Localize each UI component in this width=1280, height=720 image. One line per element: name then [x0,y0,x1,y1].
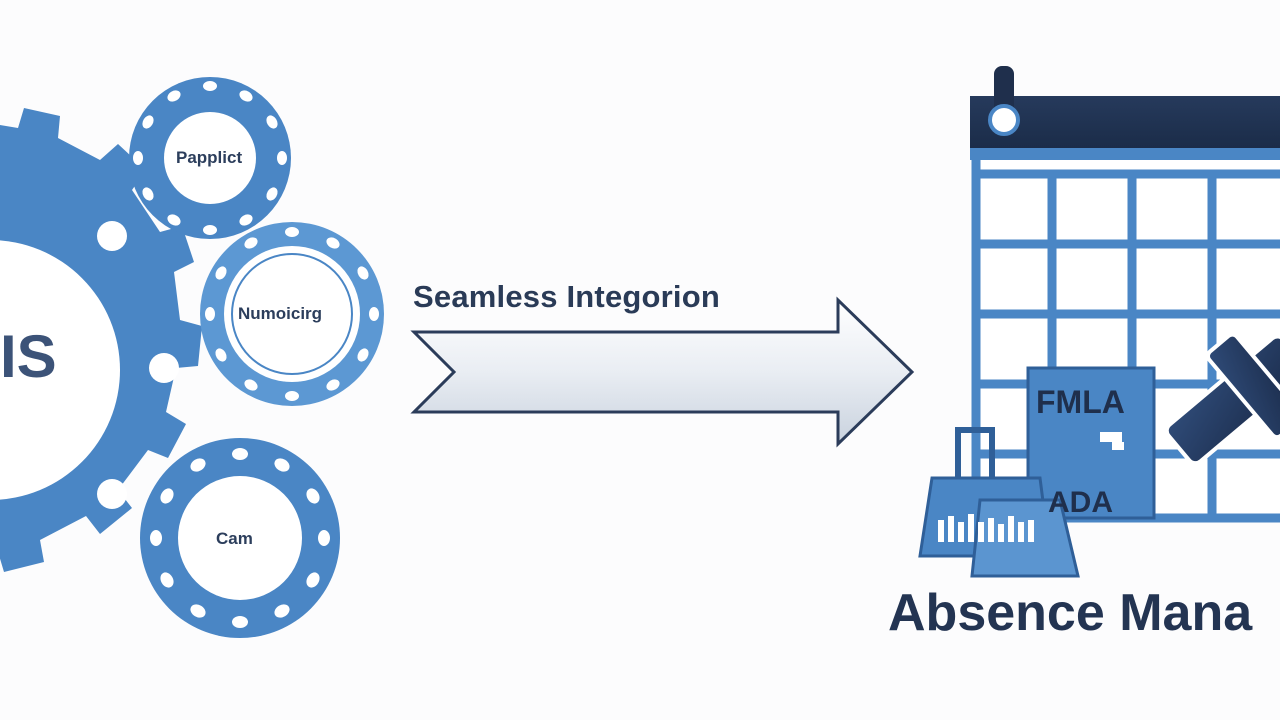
ada-badge: ADA [1048,486,1113,519]
module-label: Numoicirg [238,304,323,323]
integration-label: Seamless Integorion [413,279,721,314]
module-cog-icon [140,438,340,638]
integration-arrow-icon [410,296,915,448]
module-cog-icon [200,222,384,406]
gavel-icon [1164,332,1280,466]
module-label: Cam [216,529,253,548]
policy-document-icon [1026,366,1156,520]
source-system-label: IS [0,323,57,390]
main-gear-icon [0,108,202,572]
briefcase-icon [918,427,1080,578]
module-label: Papplict [176,148,243,167]
module-cog-icon [129,77,291,239]
target-system-title: Absence Mana [888,584,1253,642]
fmla-badge: FMLA [1036,384,1125,420]
